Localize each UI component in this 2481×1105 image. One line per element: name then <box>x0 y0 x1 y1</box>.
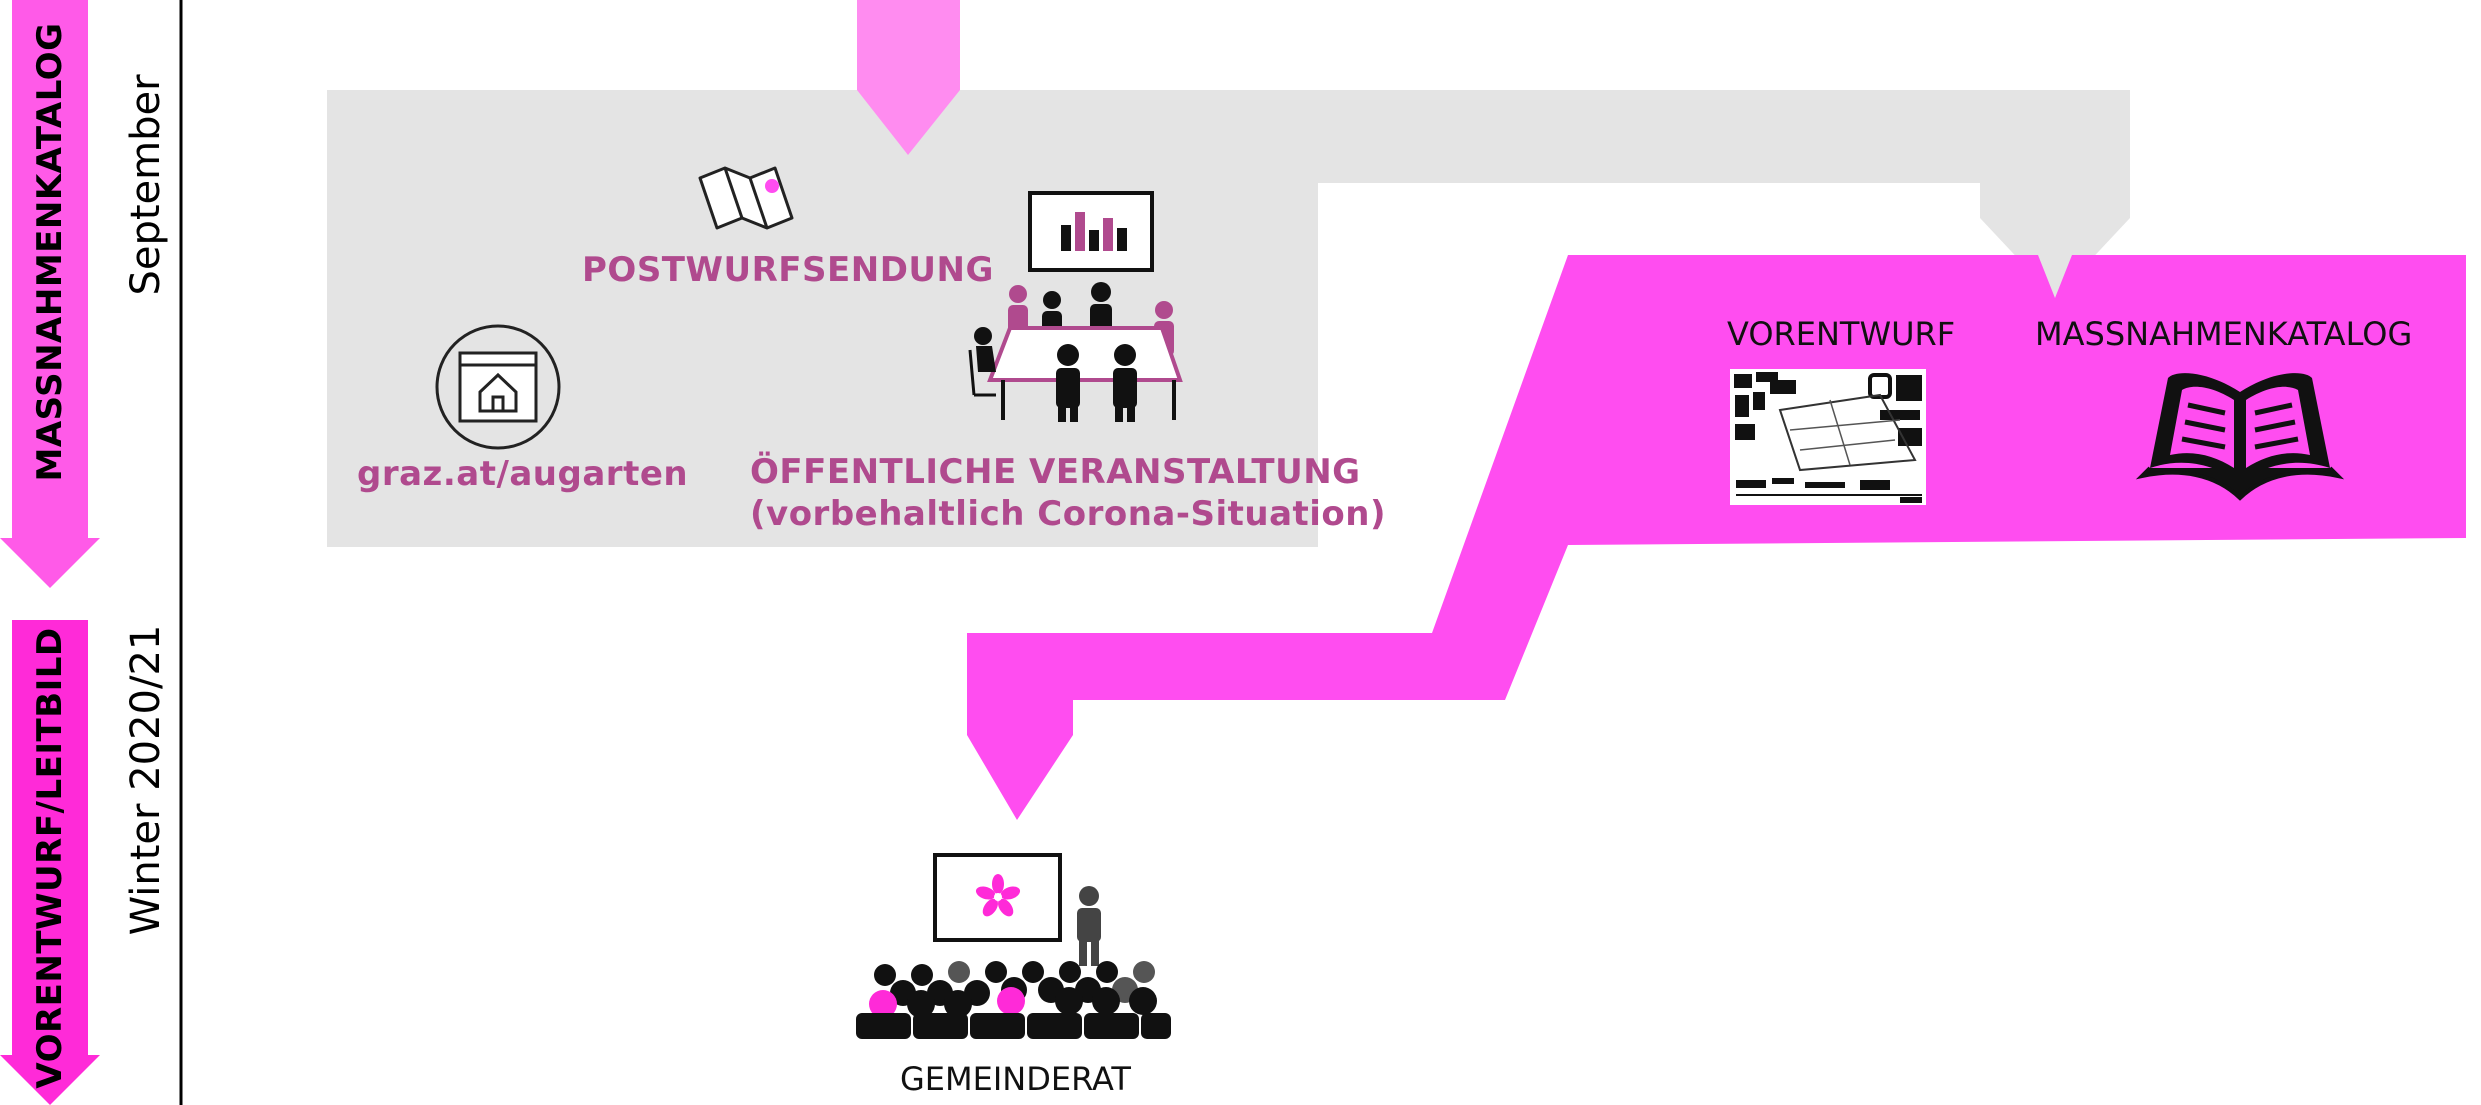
presentation-board-icon <box>1028 191 1154 272</box>
gemeinderat-label: GEMEINDERAT <box>900 1060 1131 1098</box>
meeting-group-icon <box>968 282 1183 422</box>
phase-arrow-massnahmenkatalog <box>0 0 100 588</box>
incoming-arrow <box>857 0 960 155</box>
massnahmenkatalog-label: MASSNAHMENKATALOG <box>2035 315 2413 353</box>
phase-label-massnahmenkatalog: MASSNAHMENKATALOG <box>30 22 70 482</box>
event-label-line2: (vorbehaltlich Corona-Situation) <box>750 494 1387 534</box>
folded-map-icon <box>698 166 794 230</box>
council-screen-icon <box>933 853 1062 942</box>
postwurfsendung-label: POSTWURFSENDUNG <box>582 250 994 290</box>
phase-arrow-vorentwurf <box>0 620 100 1105</box>
vorentwurf-label: VORENTWURF <box>1727 315 1956 353</box>
event-label-line1: ÖFFENTLICHE VERANSTALTUNG <box>750 452 1361 492</box>
audience-icon <box>856 961 1171 1039</box>
plan-thumbnail-image <box>1730 369 1926 505</box>
open-book-icon <box>2135 373 2345 501</box>
website-icon <box>435 324 561 450</box>
season-label-september: September <box>123 74 169 296</box>
website-label: graz.at/augarten <box>357 454 689 494</box>
output-band <box>967 255 2466 820</box>
season-label-winter: Winter 2020/21 <box>123 624 169 936</box>
speaker-icon <box>1077 886 1101 966</box>
phase-label-vorentwurf-leitbild: VORENTWURF/LEITBILD <box>30 627 70 1089</box>
